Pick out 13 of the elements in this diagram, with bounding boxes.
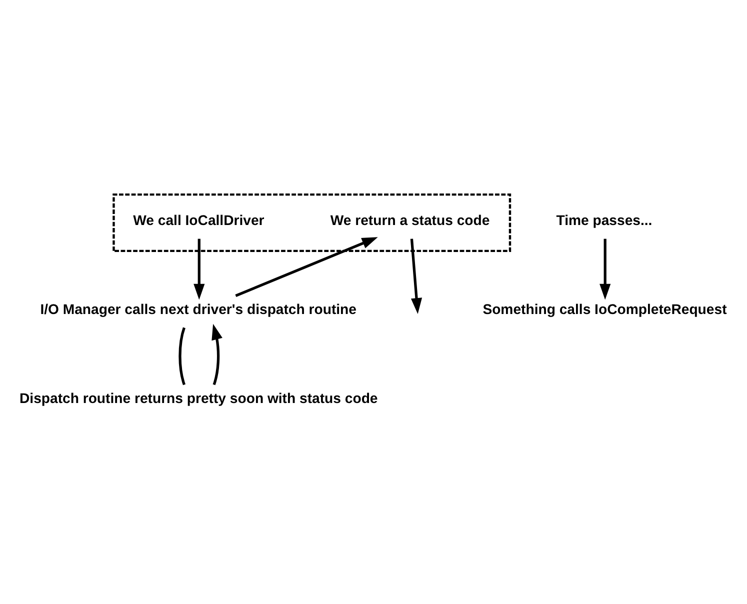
- arrow: [194, 238, 205, 300]
- node-text: We return a status code: [330, 212, 490, 228]
- arrow: [212, 324, 222, 386]
- node-text: I/O Manager calls next driver's dispatch routine: [40, 301, 356, 318]
- arrow: [410, 238, 422, 314]
- node-text: Dispatch routine returns pretty soon with status code: [20, 390, 378, 406]
- node-text: Something calls IoCompleteRequest: [482, 301, 727, 318]
- cluster: [112, 193, 512, 252]
- node-text: Time passes...: [556, 212, 652, 228]
- arrow: [235, 237, 378, 297]
- connector: [178, 327, 186, 386]
- node-text: We call IoCallDriver: [133, 212, 264, 228]
- arrow: [600, 238, 611, 300]
